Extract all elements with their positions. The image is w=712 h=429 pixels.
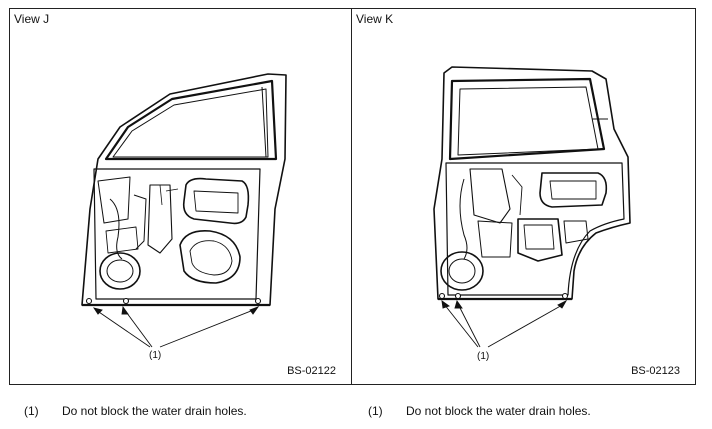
callout-leaders-j [92, 305, 260, 348]
note-j-text: Do not block the water drain holes. [62, 404, 247, 418]
view-j-title: View J [14, 12, 50, 26]
note-j: (1) Do not block the water drain holes. [24, 404, 247, 418]
note-k: (1) Do not block the water drain holes. [368, 404, 591, 418]
note-k-number: (1) [368, 404, 383, 418]
figure-code-j: BS-02122 [287, 365, 336, 377]
callout-label-j: (1) [149, 350, 162, 361]
figure-code-k: BS-02123 [631, 365, 680, 377]
front-door-illustration [81, 73, 287, 348]
view-k-title: View K [356, 12, 394, 26]
view-k-panel: View K [351, 8, 696, 385]
note-j-number: (1) [24, 404, 39, 418]
drain-holes-k [438, 292, 569, 300]
note-k-text: Do not block the water drain holes. [406, 404, 591, 418]
callout-label-k: (1) [477, 351, 490, 362]
rear-door-illustration [433, 66, 631, 348]
drain-holes-j [85, 297, 262, 305]
callout-leaders-k [441, 299, 568, 348]
view-j-panel: View J [9, 8, 352, 385]
